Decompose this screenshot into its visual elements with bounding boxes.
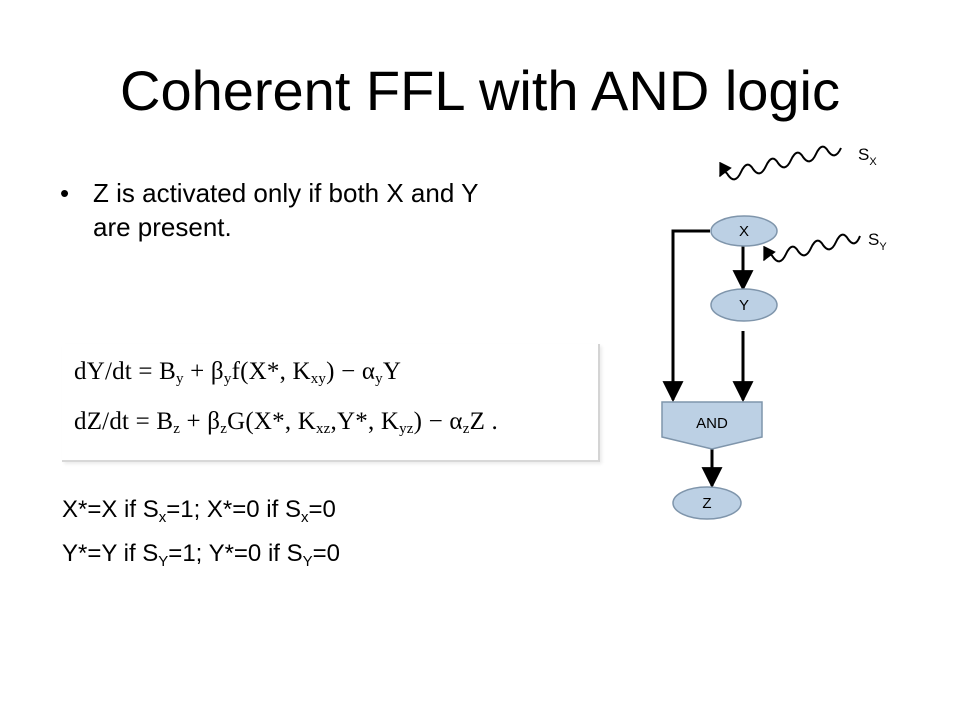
signal-x-label: SX — [858, 145, 877, 168]
slide-title: Coherent FFL with AND logic — [120, 59, 840, 122]
node-x-label: X — [739, 223, 749, 240]
node-y-label: Y — [739, 297, 749, 314]
bullet-text: Z is activated only if both X and Y are … — [93, 178, 478, 242]
node-z: Z — [672, 486, 742, 520]
signal-x-wavy-arrow — [719, 145, 842, 181]
node-x: X — [710, 215, 778, 247]
node-z-label: Z — [702, 495, 711, 512]
signal-y-wavy-arrow — [763, 233, 861, 263]
and-gate: AND — [661, 401, 763, 450]
equation-dz-dt: dZ/dt = Bz + βzG(X*, Kxz,Y*, Kyz) − αzZ … — [74, 408, 498, 437]
edge-x-to-and — [662, 229, 710, 403]
node-y: Y — [710, 288, 778, 322]
and-gate-label: AND — [696, 415, 728, 432]
bullet-dot: • — [60, 178, 70, 208]
equation-dy-dt: dY/dt = By + βyf(X*, Kxy) − αyY — [74, 358, 402, 387]
signal-y-label: SY — [868, 230, 887, 253]
bullet-point: • Z is activated only if both X and Y ar… — [60, 176, 480, 244]
equation-image: dY/dt = By + βyf(X*, Kxy) − αyY dZ/dt = … — [62, 344, 600, 462]
condition-x-star: X*=X if Sx=1; X*=0 if Sx=0 — [62, 496, 336, 526]
condition-y-star: Y*=Y if SY=1; Y*=0 if SY=0 — [62, 540, 341, 570]
